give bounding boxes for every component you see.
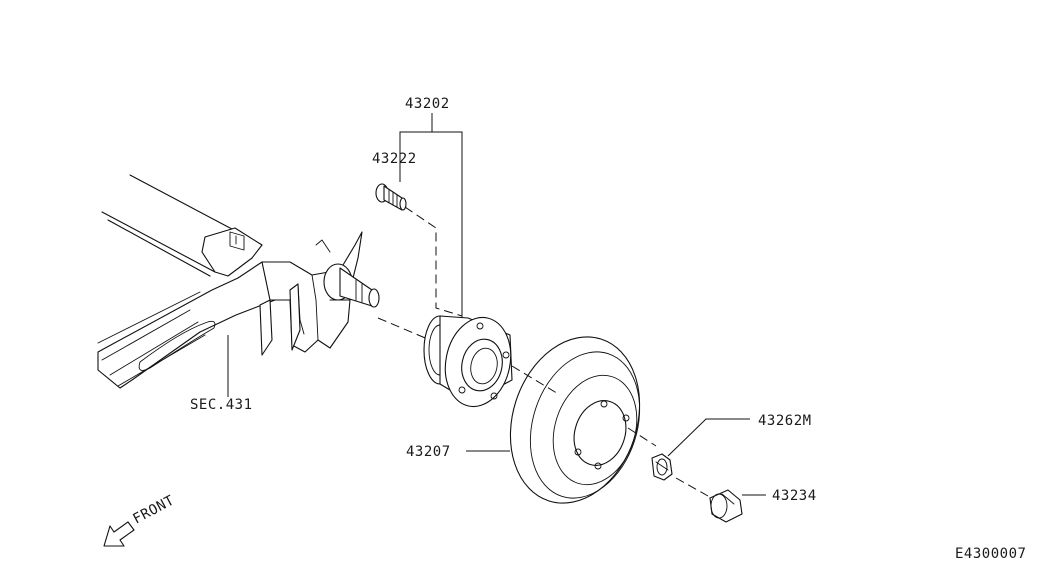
assembly-centerlines — [377, 206, 709, 497]
label-sec-431: SEC.431 — [190, 397, 253, 413]
wheel-hub-assembly — [423, 315, 513, 408]
hub-bolt — [375, 183, 407, 211]
rear-axle-beam — [97, 174, 380, 397]
label-43207: 43207 — [406, 444, 451, 460]
front-label: FRONT — [130, 492, 177, 527]
diagram-id: E4300007 — [955, 546, 1026, 562]
front-arrow-icon — [103, 521, 135, 547]
leader-lines — [399, 113, 766, 496]
hub-nut — [651, 453, 673, 481]
grease-cap — [709, 489, 743, 523]
label-43202: 43202 — [405, 96, 450, 112]
label-43234: 43234 — [772, 488, 817, 504]
label-43222: 43222 — [372, 151, 417, 167]
brake-drum — [509, 336, 641, 504]
label-43262m: 43262M — [758, 413, 812, 429]
front-direction-indicator: FRONT — [103, 492, 177, 547]
